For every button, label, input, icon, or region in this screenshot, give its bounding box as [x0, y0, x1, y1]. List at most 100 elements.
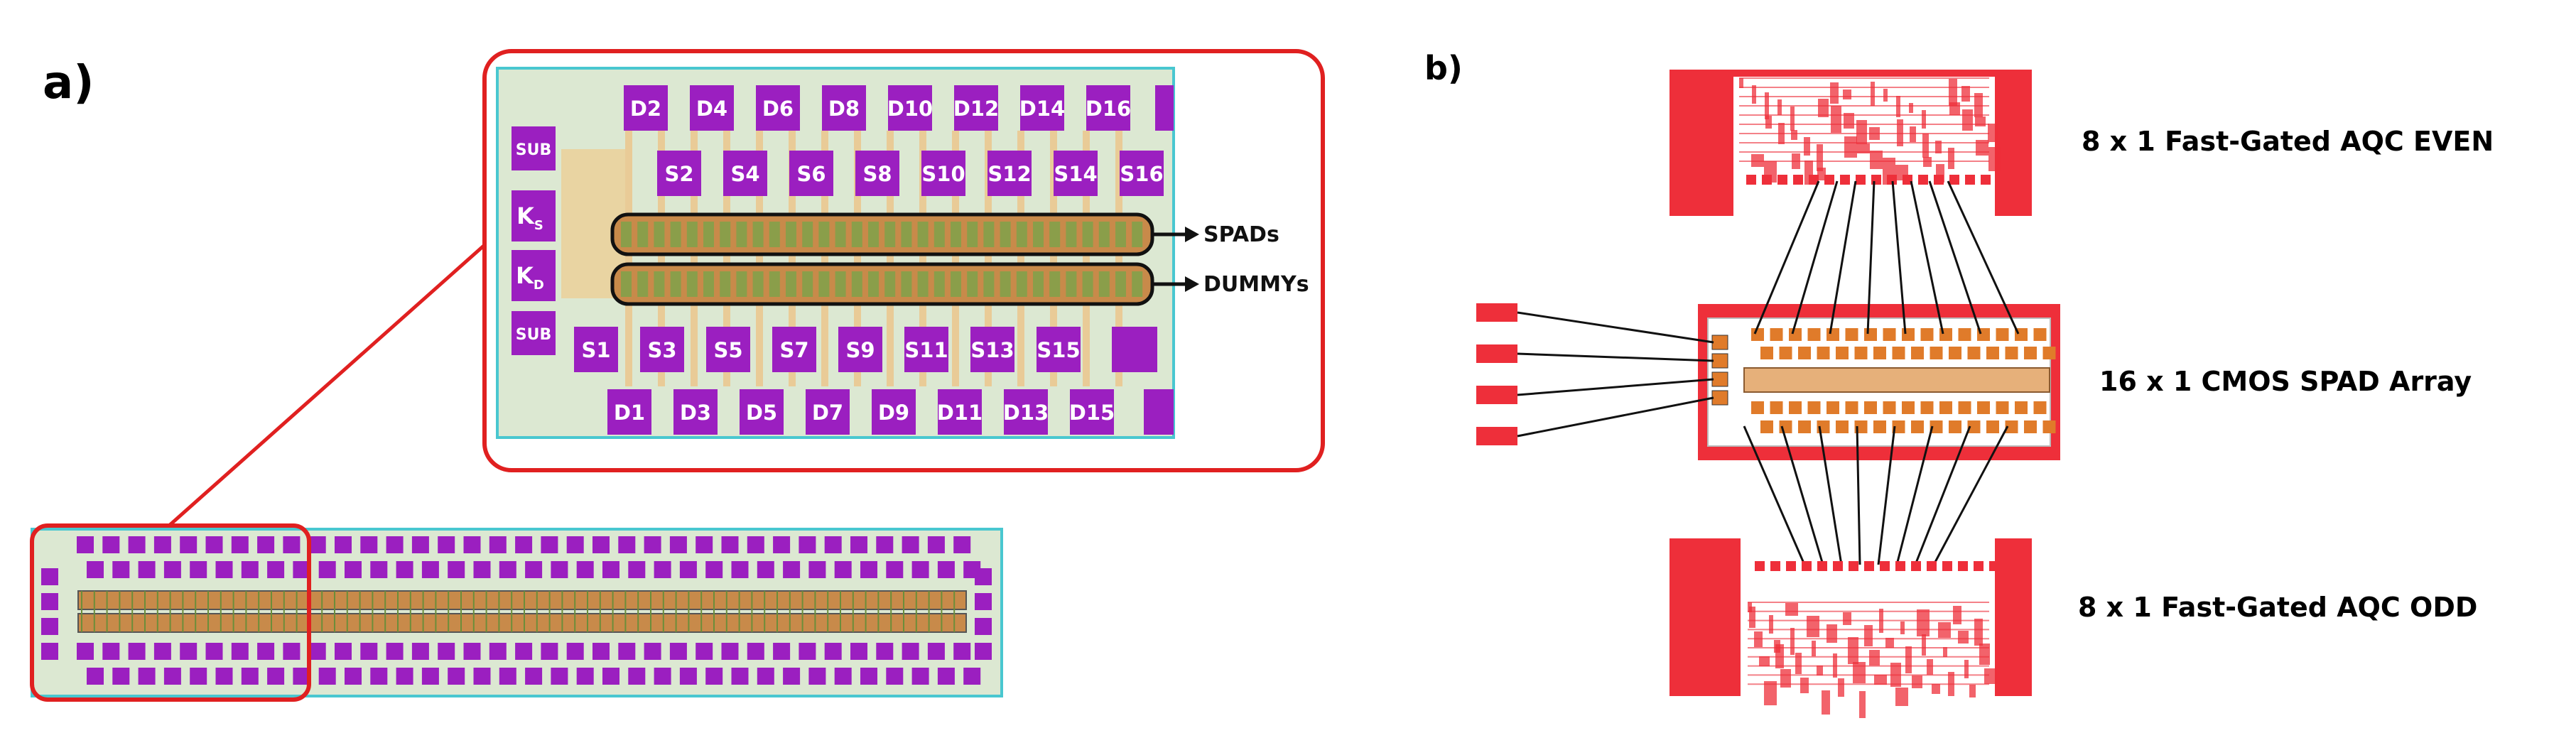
source-pad-label: S10: [921, 162, 965, 186]
aqc-even-pad: [1793, 175, 1803, 185]
inset-wire: [625, 131, 632, 386]
full-chip-pad: [231, 536, 249, 553]
full-chip-pad: [628, 668, 646, 685]
full-chip-pad: [370, 668, 388, 685]
kd-pad: [512, 250, 556, 301]
aqc-odd-pad: [1958, 561, 1968, 571]
full-chip-pad: [963, 668, 981, 685]
full-chip-pad: [396, 668, 413, 685]
aqc-even-pad: [1824, 175, 1834, 185]
extra-pad-right-bottom: [1144, 389, 1174, 435]
aqc-odd-trace: [1838, 678, 1844, 697]
aqc-even-pad: [1918, 175, 1928, 185]
inset-wire: [658, 131, 665, 386]
aqc-odd-left-bar: [1669, 538, 1741, 696]
full-chip-pad: [644, 536, 661, 553]
chip-pad: [1807, 401, 1821, 414]
full-chip-pad: [515, 643, 533, 660]
aqc-even-trace: [1962, 109, 1973, 131]
full-chip-pad: [190, 668, 207, 685]
chip-pad: [1949, 420, 1961, 433]
drain-pad: [607, 389, 651, 435]
full-chip-pad: [644, 643, 661, 660]
full-chip-pad: [438, 536, 455, 553]
chip-pad: [1845, 401, 1858, 414]
spad-cell: [933, 222, 945, 247]
inset-wire: [919, 131, 926, 386]
aqc-even-label: 8 x 1 Fast-Gated AQC EVEN: [2082, 126, 2494, 157]
full-chip-pad: [850, 643, 867, 660]
source-pad-label: S2: [664, 162, 693, 186]
sub-pad-bottom-label: SUB: [516, 326, 551, 344]
aqc-odd-pad: [1880, 561, 1890, 571]
dummy-cell: [818, 271, 830, 297]
spad-array-chip: [1698, 304, 2060, 460]
full-chip-pad: [473, 668, 491, 685]
source-pad-label: S4: [730, 162, 759, 186]
chip-pad: [1958, 328, 1971, 341]
full-chip-pad: [87, 668, 104, 685]
full-chip-pad: [669, 536, 687, 553]
chip-pad: [2024, 347, 2037, 359]
chip-pad: [2042, 347, 2056, 359]
aqc-odd-pad: [1864, 561, 1874, 571]
drain-pad-label: D11: [937, 401, 983, 425]
spad-cell: [654, 222, 665, 247]
inset-wire: [821, 131, 828, 386]
full-chip-pad: [541, 643, 558, 660]
full-chip-pad: [592, 536, 610, 553]
inset-wire: [854, 131, 861, 386]
bond-wire-left: [1517, 378, 1714, 396]
source-pad: [838, 327, 882, 372]
chip-pad: [1827, 328, 1839, 341]
full-chip-pad: [747, 643, 764, 660]
drain-pad-label: D10: [887, 97, 933, 121]
full-chip-pad: [463, 536, 481, 553]
aqc-even-trace: [1804, 137, 1810, 156]
inset-wire: [723, 131, 730, 386]
drain-pad: [938, 389, 982, 435]
full-chip-pad: [448, 561, 465, 578]
chip-pad: [1996, 401, 2009, 414]
spad-row-label: SPADs: [1203, 222, 1279, 247]
full-chip-pad: [438, 643, 455, 660]
full-chip-pad: [953, 536, 971, 553]
aqc-odd-trace: [1922, 634, 1926, 656]
spad-cell: [967, 222, 978, 247]
spad-cell: [868, 222, 879, 247]
full-chip-pad: [731, 561, 749, 578]
spad-cell: [1000, 222, 1011, 247]
full-chip-pad: [975, 643, 992, 660]
full-chip-pad: [757, 561, 774, 578]
source-pad: [772, 327, 816, 372]
drain-pad: [756, 85, 800, 131]
full-chip-pads: [41, 536, 992, 685]
full-chip-pad: [834, 561, 852, 578]
full-chip-pad: [705, 561, 723, 578]
source-pad: [1120, 151, 1164, 196]
chip-pad: [1892, 420, 1905, 433]
extra-pad-right-mid: [1112, 327, 1157, 372]
drain-pad-label: D2: [630, 97, 661, 121]
drain-pad-label: D3: [680, 401, 711, 425]
chip-pad: [1864, 401, 1877, 414]
full-chip-pad: [886, 668, 904, 685]
dummy-cell: [901, 271, 912, 297]
aqc-odd-pad: [1786, 561, 1796, 571]
chip-pad: [2015, 401, 2028, 414]
inset-wire: [1017, 131, 1024, 386]
chip-pad: [1930, 420, 1943, 433]
full-chip-pad: [215, 668, 233, 685]
full-chip-pad: [128, 643, 146, 660]
full-chip-pad: [241, 668, 259, 685]
full-chip-pad: [370, 561, 388, 578]
chip-pad: [1760, 347, 1773, 359]
full-chip-pad: [937, 668, 955, 685]
dummy-cell: [1016, 271, 1027, 297]
aqc-even-pad: [1840, 175, 1850, 185]
aqc-odd-pad: [1755, 561, 1765, 571]
full-chip-pad: [757, 668, 774, 685]
bond-wire-left: [1517, 352, 1714, 362]
panel-b-label: b): [1424, 49, 1463, 87]
